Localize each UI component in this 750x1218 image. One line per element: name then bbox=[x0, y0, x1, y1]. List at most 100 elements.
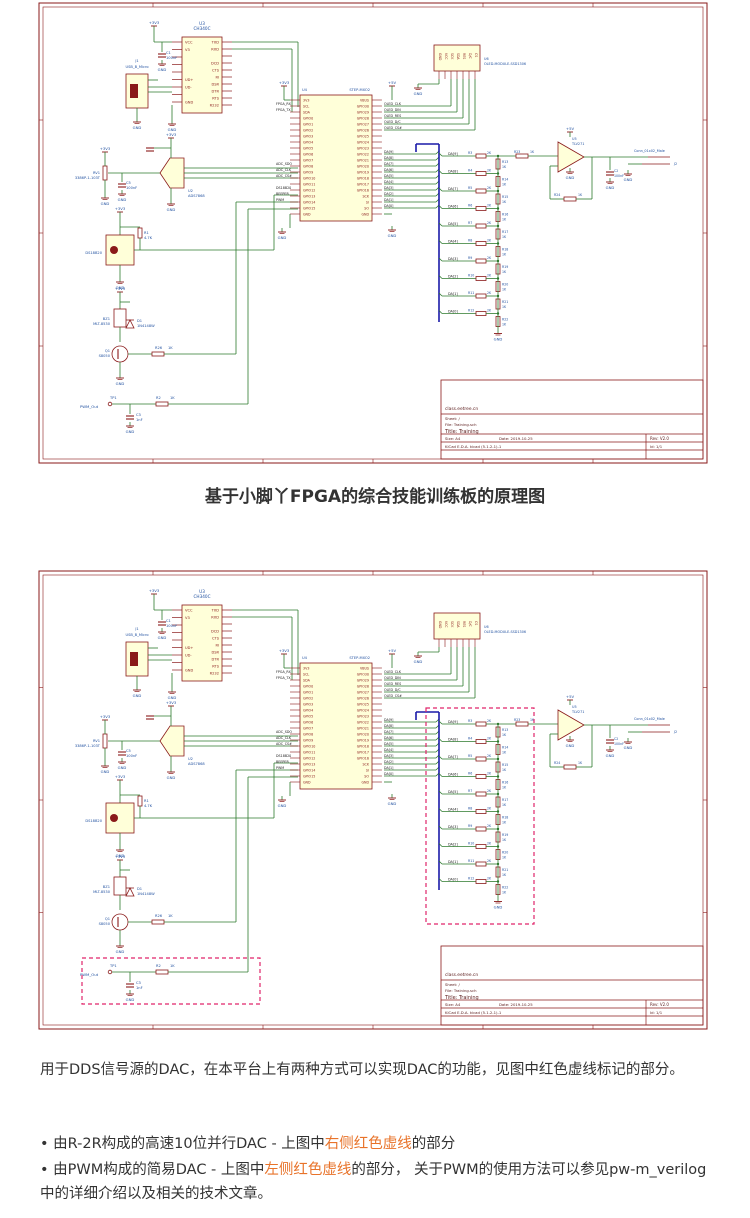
bullet-pwm-dac: • 由PWM构成的简易DAC - 上图中左侧红色虚线的部分， 关于PWM的使用方… bbox=[40, 1158, 715, 1206]
u4-net-label: ADC_CLK bbox=[276, 736, 292, 740]
r24-resistor bbox=[563, 764, 577, 770]
bus-entry bbox=[438, 205, 443, 209]
ladder-shunt-ref: R14 bbox=[502, 178, 508, 182]
u4-pin-name: 3V3 bbox=[303, 98, 309, 102]
c1-value: 100nF bbox=[166, 624, 177, 628]
tb-date: Date: 2019-10-25 bbox=[499, 1002, 533, 1007]
bus-entry bbox=[438, 310, 443, 314]
oled-pin-name: GND bbox=[438, 53, 442, 61]
c2-ref: C2 bbox=[614, 737, 618, 741]
ladder-net-label: DA[3] bbox=[448, 825, 458, 829]
u4-net-label: ADC_SDO bbox=[276, 730, 292, 734]
ladder-shunt-ref: R19 bbox=[502, 833, 508, 837]
u4-pin-name: GPIO21 bbox=[357, 726, 369, 730]
ladder-shunt-ref: R19 bbox=[502, 265, 508, 269]
j1-value: USB_B_Micro bbox=[125, 65, 148, 69]
u4-net-label: DA[2] bbox=[384, 192, 393, 196]
r26-value: 1K bbox=[168, 914, 173, 918]
j2-value: Conn_01x02_Male bbox=[634, 717, 665, 721]
c3-ref: C3 bbox=[136, 981, 141, 985]
u4-pin-name: GPIO5 bbox=[303, 714, 313, 718]
ladder-series-resistor bbox=[475, 774, 487, 779]
ladder-shunt-ref: R13 bbox=[502, 160, 508, 164]
ladder-net-label: DA[8] bbox=[448, 738, 458, 742]
u4-pin-name: GPIO29 bbox=[357, 678, 369, 682]
oled-pin-name: GND bbox=[438, 621, 442, 629]
gnd-label: GND bbox=[116, 949, 125, 954]
power-label: +3V3 bbox=[115, 774, 126, 779]
oled-pin-name: SDA bbox=[456, 621, 460, 628]
ladder-shunt-value: 1K bbox=[502, 786, 507, 790]
ladder-shunt-value: 1K bbox=[502, 803, 507, 807]
u4-pin-name: GPIO17 bbox=[357, 182, 369, 186]
gnd-label: GND bbox=[624, 177, 633, 182]
ladder-series-resistor bbox=[475, 809, 487, 814]
gnd-label: GND bbox=[606, 185, 615, 190]
ladder-series-ref: R10 bbox=[468, 274, 474, 278]
u4-ref: U4 bbox=[302, 88, 308, 92]
tb-title: Title: Training bbox=[444, 995, 479, 1001]
gnd-label: GND bbox=[566, 175, 575, 180]
u4-pin-name: GPIO25 bbox=[357, 134, 369, 138]
power-label: +3V3 bbox=[115, 206, 126, 211]
bullet-r2r-dac: • 由R-2R构成的高速10位并行DAC - 上图中右侧红色虚线的部分 bbox=[40, 1132, 715, 1156]
u4-pin-name: GPIO23 bbox=[357, 714, 369, 718]
u4-pin-name: SO bbox=[364, 206, 369, 210]
ladder-net-label: DA[0] bbox=[448, 310, 458, 314]
ladder-shunt-ref: R15 bbox=[502, 195, 508, 199]
u5-value: TLV271 bbox=[571, 142, 584, 146]
d1-value: 1N4148W bbox=[137, 892, 155, 896]
u3-pin-name: RXD bbox=[211, 48, 219, 52]
ladder-series-value: 2K bbox=[487, 256, 492, 260]
u4-pin-name: GPIO7 bbox=[303, 726, 313, 730]
ladder-shunt-value: 1K bbox=[502, 838, 507, 842]
ladder-net-label: DA[6] bbox=[448, 773, 458, 777]
c5-ref: C5 bbox=[126, 181, 131, 185]
u3-pin-name: RI bbox=[215, 76, 219, 80]
u4-pin-name: GPIO17 bbox=[357, 750, 369, 754]
gnd-label: GND bbox=[494, 905, 503, 910]
ladder-series-value: 2K bbox=[487, 204, 492, 208]
u4-net-label: BEEPER bbox=[276, 760, 289, 764]
oled-pin-name: D/C bbox=[468, 621, 472, 628]
q1-transistor bbox=[111, 345, 129, 363]
c5-ref: C5 bbox=[126, 749, 131, 753]
ladder-shunt-ref: R16 bbox=[502, 213, 508, 217]
oled-pin-name: SCK bbox=[450, 621, 454, 628]
r26-resistor bbox=[151, 351, 165, 357]
bus-entry bbox=[438, 738, 443, 742]
u4-net-label: DA[5] bbox=[384, 742, 393, 746]
ladder-shunt-value: 1K bbox=[502, 235, 507, 239]
u4-net-label: DA[0] bbox=[384, 772, 393, 776]
u4-pin-name: GPIO3 bbox=[303, 702, 313, 706]
d1-diode bbox=[125, 887, 135, 897]
u4-pin-name: SCK bbox=[362, 762, 369, 766]
bz1-buzzer bbox=[113, 308, 127, 328]
ladder-shunt-ref: R17 bbox=[502, 230, 508, 234]
u4-pin-name: GND bbox=[303, 212, 311, 216]
ladder-series-resistor bbox=[475, 258, 487, 264]
u4-net-label: OLED_D/C bbox=[384, 120, 401, 124]
u4-pin-name: SCL bbox=[303, 104, 309, 108]
u4-pin-name: VBUS bbox=[360, 666, 369, 670]
ladder-series-value: 2K bbox=[487, 772, 492, 776]
u3-pin-name: UD- bbox=[185, 654, 192, 658]
r1-resistor bbox=[137, 795, 143, 807]
u4-pin-name: GPIO4 bbox=[303, 708, 313, 712]
r24-value: 1K bbox=[578, 761, 583, 765]
u4-pin-name: GPIO29 bbox=[357, 110, 369, 114]
bus-entry bbox=[438, 152, 443, 157]
ladder-shunt-value: 1K bbox=[502, 323, 507, 327]
ladder-series-resistor bbox=[475, 241, 487, 246]
u4-pin-name: GPIO27 bbox=[357, 122, 369, 126]
u4-pin-name: GPIO11 bbox=[303, 750, 315, 754]
ladder-shunt-ref: R22 bbox=[502, 318, 508, 322]
ladder-series-ref: R3 bbox=[468, 151, 472, 155]
ladder-net-label: DA[7] bbox=[448, 187, 458, 191]
u3-ch340c-body bbox=[181, 604, 223, 682]
u6-value: OLED-MODULE-SSD1306 bbox=[484, 630, 526, 634]
u3-pin-name: DTR bbox=[212, 90, 220, 94]
ladder-series-ref: R11 bbox=[468, 291, 474, 295]
u3-pin-name: DSR bbox=[211, 83, 219, 87]
u4-value: STEP-MXO2 bbox=[349, 656, 370, 660]
